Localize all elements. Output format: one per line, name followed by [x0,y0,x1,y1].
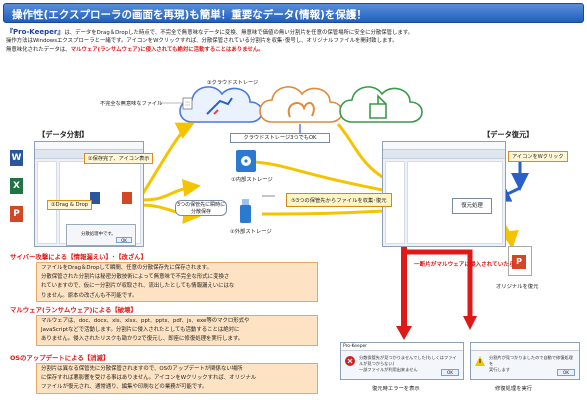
collect-restore-label: ⑤3つの保管先からファイルを収集･復元 [286,193,392,207]
error-caption: 復元時エラーを表示 [372,386,420,392]
word-file-icon[interactable]: W [10,150,23,166]
error-ok-button[interactable]: OK [441,369,459,376]
threat-heading-1: サイバー攻撃による【情報漏えい】･【改ざん】 [10,253,148,261]
repair-dialog-body: 分割片が見つかりましたので自動で修復処理を 実行します [489,355,573,372]
progress-ok-button[interactable]: OK [116,237,132,243]
page-title: 操作性(エクスプローラの画面を再現)も簡単！重要なデータ(情報)を保護！ [12,9,367,21]
error-dialog: Pro-Keeper 分散保管先が見つかりませんでした(もしくはファイルが見つか… [340,342,464,380]
intro-text: 『Pro-Keeper』は、データをDrag＆Dropした時点で、不完全で無意味… [6,28,582,54]
original-restored-label: オリジナルを復元 [496,284,539,290]
cloud-storage-label: ③クラウドストレージ [207,80,259,86]
error-dialog-body: 分散保管先が見つかりませんでした(もしくはファイルが見つからない) 一部ファイル… [359,355,457,372]
window-titlebar [35,142,143,150]
drag-drop-label: ①Drag & Drop [47,200,93,210]
restore-process-box: 復元処理 [452,198,492,214]
split-three-box: 3つの保管先に瞬時に分散保存 [175,200,227,216]
section-split: 【データ分割】 [38,130,89,139]
error-icon [345,356,355,366]
external-storage-label: ②外部ストレージ [230,229,272,235]
saved-file-icon[interactable] [90,192,100,204]
intro-line-1: は、データをDrag＆Dropした時点で、不完全で無意味なデータに変換、無意味で… [64,30,414,36]
progress-dialog: 分散処理中です。 OK [66,224,136,246]
malware-note: 一断片がマルウェアに侵入されていたら [414,262,515,268]
intro-line-2: 操作方法はWindowsエクスプローラと一緒です。アイコンをWクリックすれば、分… [6,38,398,45]
intro-line-3: 無意味化されたデータは、 [6,46,71,53]
repair-ok-button[interactable]: OK [557,369,575,376]
progress-dialog-text: 分散処理中です。 [81,232,116,237]
invalid-file-label: 不完全な無意味なファイル [100,101,163,107]
powerpoint-file-icon: P [512,255,526,269]
internal-storage-icon [236,150,256,172]
external-storage-icon [240,199,251,223]
threat-heading-3: OSのアップデートによる【消滅】 [10,354,110,362]
restored-file[interactable]: P [508,246,532,276]
powerpoint-file-icon[interactable]: P [10,206,23,222]
excel-file-icon[interactable]: X [10,178,23,194]
warning-icon [475,356,485,366]
repair-dialog-title [471,343,579,351]
section-restore: 【データ復元】 [483,130,534,139]
saved-file-icon[interactable] [122,192,132,204]
intro-line-3-warning: マルウェア(ランサムウェア)に侵入されても絶対に活動することはありません。 [70,46,264,53]
cloud-storage-orange-icon [259,86,343,123]
cloud-ok-box: クラウドストレージ3つでもOK [230,133,330,143]
cloud-storage-green-icon [339,86,423,123]
threat-body-3: 分割片は異なる保管先に分散保管されますので、OSのアップデートが関係ない場所 に… [36,363,318,394]
right-explorer-window [382,141,506,247]
title-bar: 操作性(エクスプローラの画面を再現)も簡単！重要なデータ(情報)を保護！ [3,3,584,23]
error-dialog-title: Pro-Keeper [341,343,463,351]
threat-body-1: ファイルをDrag＆Dropして瞬間、任意の分散保存先に保存されます。 分散保管… [36,262,318,302]
double-click-label: アイコンをWクリック [508,151,568,162]
repair-caption: 修復処理を実行 [495,386,533,392]
brand-name: 『Pro-Keeper』 [6,28,65,36]
window-titlebar [383,142,505,150]
window-toolbar [383,150,505,159]
repair-dialog: 分割片が見つかりましたので自動で修復処理を 実行します OK [470,342,580,380]
internal-storage-label: ①内部ストレージ [231,177,273,183]
invalid-file-icon [160,97,193,110]
threat-body-2: マルウェアは、doc、docx、xls、xlsx、ppt、pptx、pdf、js… [36,315,318,346]
save-done-label: ②保存完了、アイコン表示 [84,153,154,164]
threat-heading-2: マルウェア(ランサムウェア)による【破壊】 [10,306,137,314]
